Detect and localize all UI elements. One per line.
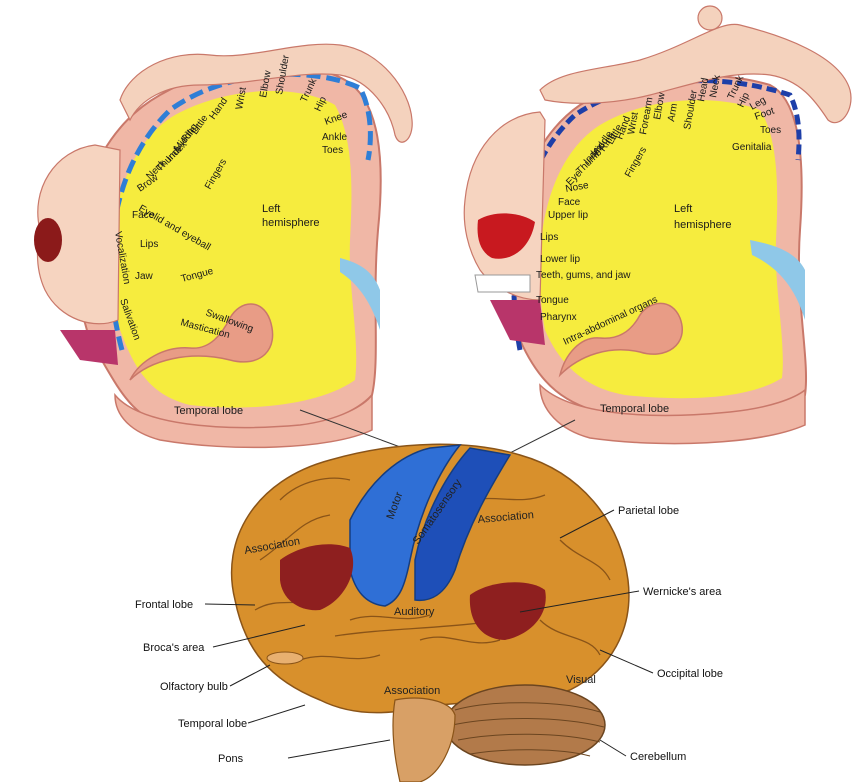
sensory-homunculus-teeth — [475, 275, 530, 292]
motor-label-jaw: Jaw — [135, 271, 154, 282]
motor-label-face: Face — [132, 210, 155, 221]
brain-on-label-visual-6: Visual — [566, 674, 596, 686]
motor-label-toes: Toes — [322, 145, 343, 156]
motor-homunculus-neck — [60, 330, 118, 365]
sensory-label-lower-lip: Lower lip — [540, 254, 580, 265]
brain-label-olfactory-bulb: Olfactory bulb — [160, 681, 228, 693]
motor-hemisphere-label-2: hemisphere — [262, 217, 319, 229]
sensory-label-pharynx: Pharynx — [540, 312, 577, 323]
sensory-label-toes: Toes — [760, 125, 781, 136]
brain-label-cerebellum: Cerebellum — [630, 751, 686, 763]
sensory-homunculus-neck — [490, 300, 545, 345]
motor-temporal-lobe-label: Temporal lobe — [174, 405, 243, 417]
sensory-homunculus-panel — [464, 6, 851, 444]
brain-label-pons: Pons — [218, 753, 244, 765]
sensory-label-upper-lip: Upper lip — [548, 210, 588, 221]
cerebellum — [445, 685, 605, 765]
motor-label-lips: Lips — [140, 239, 158, 250]
leader-line-occipital-lobe — [600, 650, 653, 673]
leader-line-cerebellum — [600, 740, 626, 756]
sensory-temporal-lobe-label: Temporal lobe — [600, 403, 669, 415]
sensory-hemisphere-label-1: Left — [674, 203, 692, 215]
brain-label-temporal-lobe: Temporal lobe — [178, 718, 247, 730]
brain-label-frontal-lobe: Frontal lobe — [135, 599, 193, 611]
motor-label-ankle: Ankle — [322, 132, 347, 143]
sensory-label-tongue: Tongue — [536, 295, 569, 306]
sensory-label-genitalia: Genitalia — [732, 142, 772, 153]
brain-label-occipital-lobe: Occipital lobe — [657, 668, 723, 680]
brain-on-label-auditory-4: Auditory — [394, 606, 435, 618]
sensory-homunculus-head — [698, 6, 722, 30]
olfactory-bulb — [267, 652, 303, 664]
brain-on-label-association-5: Association — [384, 685, 440, 697]
pons — [393, 698, 455, 782]
brain-label-wernicke-s-area: Wernicke's area — [643, 586, 722, 598]
brain-label-broca-s-area: Broca's area — [143, 642, 205, 654]
sensory-label-face: Face — [558, 197, 581, 208]
leader-line-pons — [288, 740, 390, 758]
motor-homunculus-mouth — [34, 218, 62, 262]
sensory-label-lips: Lips — [540, 232, 558, 243]
leader-line-olfactory-bulb — [230, 665, 270, 686]
brain-label-parietal-lobe: Parietal lobe — [618, 505, 679, 517]
motor-hemisphere-label-1: Left — [262, 203, 280, 215]
sensory-hemisphere-label-2: hemisphere — [674, 219, 731, 231]
sensory-label-teeth-gums-and-jaw: Teeth, gums, and jaw — [536, 270, 631, 281]
leader-line-temporal-lobe — [248, 705, 305, 723]
sensory-homunculus-face — [464, 112, 545, 300]
